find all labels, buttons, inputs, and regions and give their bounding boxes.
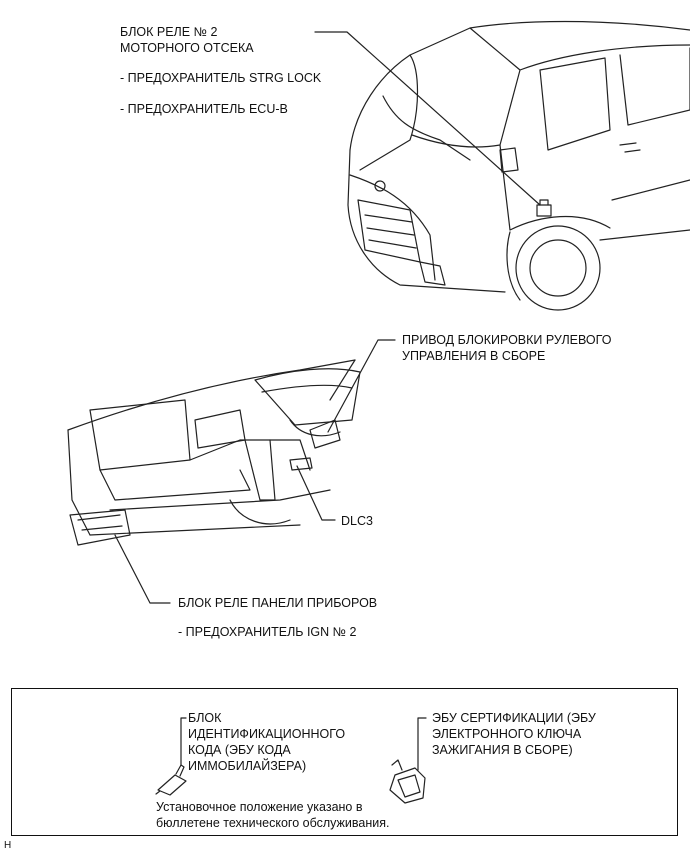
inset-note: Установочное положение указано в бюллете…	[156, 799, 389, 831]
corner-mark: H	[4, 840, 12, 851]
cert-ecu-label: ЭБУ СЕРТИФИКАЦИИ (ЭБУ ЭЛЕКТРОННОГО КЛЮЧА…	[432, 710, 596, 758]
engine-relay-fuse1: - ПРЕДОХРАНИТЕЛЬ STRG LOCK	[120, 71, 322, 85]
cert-ecu-line3: ЗАЖИГАНИЯ В СБОРЕ)	[432, 743, 573, 757]
id-box-line1: БЛОК	[188, 711, 222, 725]
dlc3-label: DLC3	[341, 514, 373, 528]
id-box-line4: ИММОБИЛАЙЗЕРА)	[188, 759, 307, 773]
id-box-part	[155, 764, 187, 796]
dlc3-leader	[296, 465, 336, 521]
id-box-leader	[180, 717, 187, 766]
instrument-relay-part	[69, 509, 131, 546]
id-box-line3: КОДА (ЭБУ КОДА	[188, 743, 291, 757]
engine-relay-label: БЛОК РЕЛЕ № 2 МОТОРНОГО ОТСЕКА	[120, 24, 254, 56]
engine-relay-fuse2: - ПРЕДОХРАНИТЕЛЬ ECU-B	[120, 102, 288, 116]
engine-relay-leader	[314, 31, 541, 206]
instrument-relay-title: БЛОК РЕЛЕ ПАНЕЛИ ПРИБОРОВ	[178, 596, 378, 610]
dashboard-illustration	[67, 359, 361, 546]
steering-lock-line1: ПРИВОД БЛОКИРОВКИ РУЛЕВОГО	[402, 333, 612, 347]
id-box-label: БЛОК ИДЕНТИФИКАЦИОННОГО КОДА (ЭБУ КОДА И…	[188, 710, 345, 774]
instrument-relay-leader	[114, 534, 171, 604]
van-illustration	[347, 20, 690, 311]
cert-ecu-line2: ЭЛЕКТРОННОГО КЛЮЧА	[432, 727, 582, 741]
cert-ecu-part	[389, 759, 426, 804]
engine-relay-part	[536, 204, 552, 217]
steering-lock-leader	[327, 339, 396, 433]
steering-lock-part	[309, 419, 341, 449]
steering-lock-label: ПРИВОД БЛОКИРОВКИ РУЛЕВОГО УПРАВЛЕНИЯ В …	[402, 332, 611, 364]
engine-relay-line2: МОТОРНОГО ОТСЕКА	[120, 41, 254, 55]
inset-note-line2: бюллетене технического обслуживания.	[156, 816, 390, 830]
inset-note-line1: Установочное положение указано в	[156, 800, 363, 814]
steering-lock-line2: УПРАВЛЕНИЯ В СБОРЕ	[402, 349, 546, 363]
engine-relay-line1: БЛОК РЕЛЕ № 2	[120, 25, 218, 39]
inset-box	[11, 688, 678, 836]
instrument-relay-fuse: - ПРЕДОХРАНИТЕЛЬ IGN № 2	[178, 625, 357, 639]
cert-ecu-line1: ЭБУ СЕРТИФИКАЦИИ (ЭБУ	[432, 711, 596, 725]
id-box-line2: ИДЕНТИФИКАЦИОННОГО	[188, 727, 346, 741]
cert-ecu-leader	[417, 717, 427, 771]
